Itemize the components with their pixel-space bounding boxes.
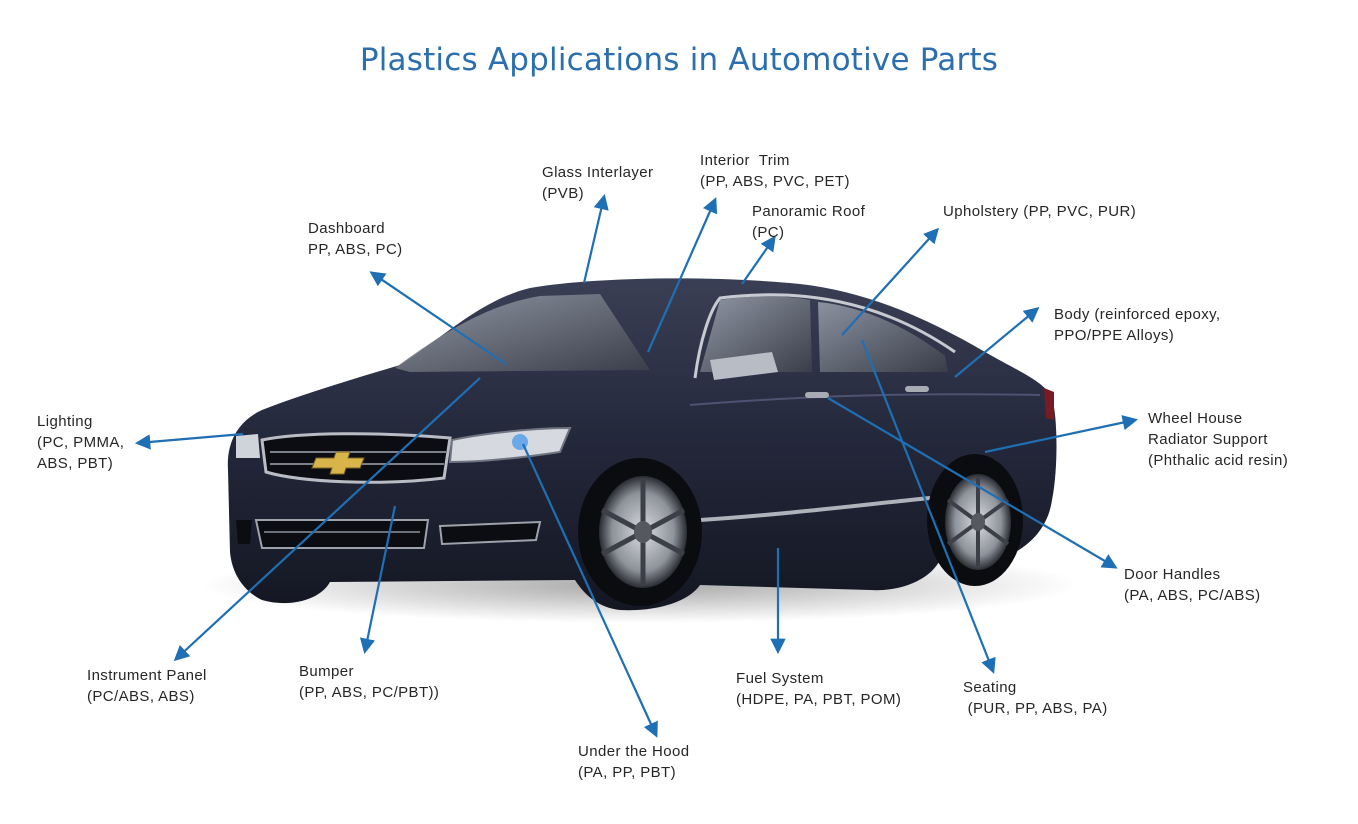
car-front-wheel: [578, 458, 702, 606]
label-body: Body (reinforced epoxy, PPO/PPE Alloys): [1054, 304, 1221, 346]
arrow-seating: [860, 339, 996, 674]
label-wheel-house-line3: (Phthalic acid resin): [1148, 452, 1289, 469]
arrow-interior-trim: [646, 197, 718, 353]
arrow-door-handles: [827, 397, 1118, 569]
arrow-instrument-panel: [173, 377, 481, 662]
chevrolet-bowtie-icon: [311, 451, 365, 475]
label-instrument-panel: Instrument Panel (PC/ABS, ABS): [87, 665, 207, 707]
label-wheel-house: Wheel House Radiator Support (Phthalic a…: [1148, 408, 1288, 471]
label-dashboard: Dashboard PP, ABS, PC): [308, 218, 403, 260]
label-door-handles-name: Door Handles: [1124, 566, 1221, 583]
label-lighting-line3: ABS, PBT): [37, 455, 114, 472]
label-lighting: Lighting (PC, PMMA, ABS, PBT): [37, 411, 124, 474]
label-seating: Seating (PUR, PP, ABS, PA): [963, 677, 1108, 719]
label-seating-name: Seating: [963, 679, 1017, 696]
label-upholstery: Upholstery (PP, PVC, PUR): [943, 201, 1136, 222]
label-lighting-name: Lighting: [37, 413, 93, 430]
label-dashboard-name: Dashboard: [308, 220, 385, 237]
page-title: Plastics Applications in Automotive Part…: [359, 42, 999, 78]
car-headlight-left: [236, 434, 260, 458]
label-bumper: Bumper (PP, ABS, PC/PBT)): [299, 661, 439, 703]
label-interior-trim: Interior Trim (PP, ABS, PVC, PET): [700, 150, 850, 192]
label-fuel-system-name: Fuel System: [736, 670, 824, 687]
label-instrument-panel-materials: (PC/ABS, ABS): [87, 688, 195, 705]
label-interior-trim-materials: (PP, ABS, PVC, PET): [700, 173, 850, 190]
label-under-hood-materials: (PA, PP, PBT): [578, 764, 677, 781]
car-front-window: [700, 296, 812, 372]
arrow-wheel-house: [984, 415, 1139, 454]
label-under-hood: Under the Hood (PA, PP, PBT): [578, 741, 690, 783]
label-glass-interlayer-materials: (PVB): [542, 185, 585, 202]
label-panoramic-roof-materials: (PC): [752, 224, 785, 241]
label-under-hood-name: Under the Hood: [578, 743, 690, 760]
arrow-dashboard: [369, 271, 507, 365]
car-headlight-right: [448, 426, 572, 464]
label-panoramic-roof-name: Panoramic Roof: [752, 203, 866, 220]
label-wheel-house-name: Wheel House: [1148, 410, 1243, 427]
arrow-glass-interlayer: [582, 194, 609, 284]
arrow-panoramic-roof: [741, 235, 776, 285]
label-door-handles-materials: (PA, ABS, PC/ABS): [1124, 587, 1261, 604]
arrow-bumper: [359, 505, 397, 655]
label-wheel-house-line2: Radiator Support: [1148, 431, 1268, 448]
label-glass-interlayer-name: Glass Interlayer: [542, 164, 654, 181]
label-bumper-materials: (PP, ABS, PC/PBT)): [299, 684, 440, 701]
label-lighting-line2: (PC, PMMA,: [37, 434, 125, 451]
car-rear-wheel: [927, 454, 1023, 586]
label-fuel-system-materials: (HDPE, PA, PBT, POM): [736, 691, 902, 708]
arrow-body: [954, 307, 1040, 378]
label-dashboard-materials: PP, ABS, PC): [308, 241, 403, 258]
label-body-name: Body (reinforced epoxy,: [1054, 306, 1221, 323]
label-fuel-system: Fuel System (HDPE, PA, PBT, POM): [736, 668, 901, 710]
arrow-lighting: [134, 432, 244, 450]
car-illustration: [227, 278, 1057, 611]
label-door-handles: Door Handles (PA, ABS, PC/ABS): [1124, 564, 1261, 606]
label-upholstery-name: Upholstery (PP, PVC, PUR): [943, 203, 1137, 220]
label-body-materials: PPO/PPE Alloys): [1054, 327, 1175, 344]
car-rear-window: [818, 302, 948, 372]
car-windshield: [395, 294, 650, 372]
arrow-upholstery: [841, 227, 940, 336]
label-instrument-panel-name: Instrument Panel: [87, 667, 207, 684]
label-interior-trim-name: Interior Trim: [700, 152, 790, 169]
label-glass-interlayer: Glass Interlayer (PVB): [542, 162, 653, 204]
label-seating-materials: (PUR, PP, ABS, PA): [963, 700, 1108, 717]
arrow-under-hood: [521, 443, 658, 738]
label-bumper-name: Bumper: [299, 663, 354, 680]
label-panoramic-roof: Panoramic Roof (PC): [752, 201, 865, 243]
